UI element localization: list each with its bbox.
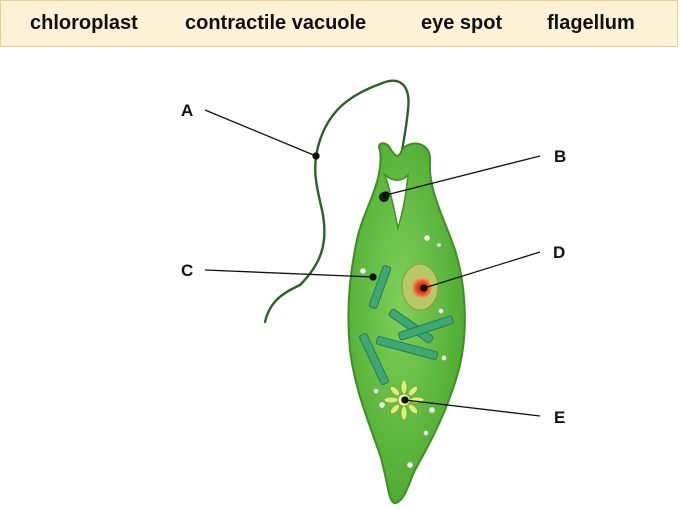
leader-line-b [385,155,541,196]
leader-dot-a [312,152,320,160]
word-chloroplast[interactable]: chloroplast [30,12,138,34]
leader-dot-d [420,284,428,292]
label-d: D [553,243,565,262]
label-e: E [554,408,565,427]
word-eye-spot[interactable]: eye spot [421,12,503,34]
word-contractile-vacuole[interactable]: contractile vacuole [185,12,367,34]
leader-dot-c [369,273,377,281]
word-flagellum[interactable]: flagellum [547,12,635,34]
leader-line-a [204,109,317,157]
chloroplasts [359,265,454,386]
label-c: C [181,261,193,280]
label-b: B [554,147,566,166]
small-vacuoles [359,234,447,469]
label-a: A [181,101,193,120]
leader-line-c [204,269,374,278]
leader-line-d [423,251,541,289]
word-bank: chloroplast contractile vacuole eye spot… [0,0,678,47]
reservoir [383,172,409,231]
leader-line-e [404,399,541,417]
leader-dot-e [401,396,409,404]
leader-dot-b [382,191,390,199]
flagellum [263,79,410,324]
